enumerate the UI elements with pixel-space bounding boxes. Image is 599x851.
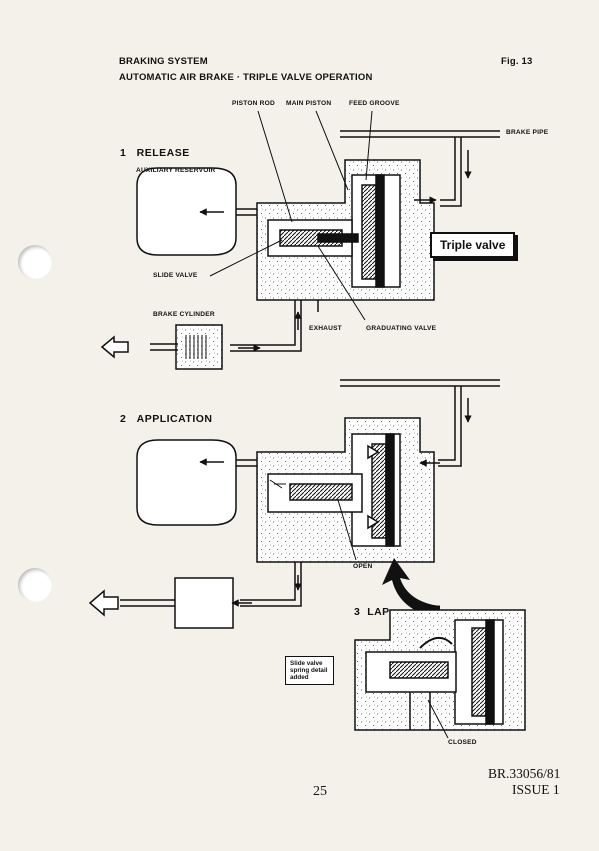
label-slide-valve: SLIDE VALVE: [153, 272, 198, 279]
page-heading: BRAKING SYSTEM: [119, 56, 208, 67]
binder-hole-top: [18, 245, 52, 279]
label-brake-pipe: BRAKE PIPE: [506, 129, 549, 136]
label-main-piston: MAIN PISTON: [286, 100, 332, 107]
release-diagram: [100, 110, 500, 370]
lap-diagram: [354, 609, 526, 739]
label-piston-rod: PISTON ROD: [232, 100, 275, 107]
label-auxiliary-reservoir: AUXILIARY RESERVOIR: [136, 167, 216, 174]
application-diagram: [88, 379, 500, 629]
label-exhaust: EXHAUST: [309, 325, 342, 332]
label-graduating-valve: GRADUATING VALVE: [366, 325, 437, 332]
section-application-number: 2: [120, 413, 127, 425]
section-lap-number: 3: [354, 606, 361, 618]
label-brake-cylinder: BRAKE CYLINDER: [153, 311, 215, 318]
triple-valve-callout: Triple valve: [430, 232, 516, 258]
section-release: 1 RELEASE: [120, 147, 190, 159]
label-feed-groove: FEED GROOVE: [349, 100, 400, 107]
section-release-title: RELEASE: [136, 147, 190, 159]
label-closed: CLOSED: [448, 739, 477, 746]
figure-number: Fig. 13: [501, 56, 533, 67]
binder-hole-bottom: [18, 568, 52, 602]
section-release-number: 1: [120, 147, 127, 159]
label-open: OPEN: [353, 563, 373, 570]
section-lap-title: LAP: [367, 606, 390, 618]
document-reference: BR.33056/81: [488, 766, 561, 781]
section-lap: 3 LAP: [354, 606, 390, 618]
section-application-title: APPLICATION: [136, 413, 213, 425]
section-application: 2 APPLICATION: [120, 413, 213, 425]
spring-detail-note: Slide valve spring detail added: [285, 656, 335, 685]
page-number: 25: [313, 784, 327, 799]
spring-note-line-1: Slide valve: [290, 660, 323, 667]
issue-number: ISSUE 1: [512, 782, 560, 797]
page-subheading: AUTOMATIC AIR BRAKE · TRIPLE VALVE OPERA…: [119, 72, 373, 83]
spring-note-line-3: added: [290, 674, 309, 681]
spring-note-line-2: spring detail: [290, 667, 328, 674]
